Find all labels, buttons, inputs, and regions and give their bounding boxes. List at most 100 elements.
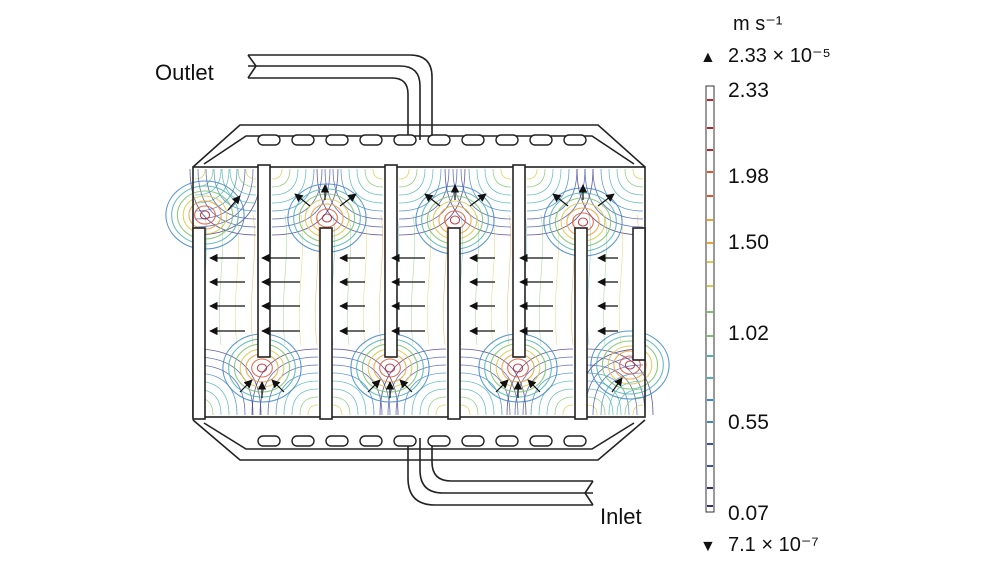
- contour-line: [476, 168, 512, 204]
- contour-line: [398, 168, 450, 220]
- contour-line: [271, 168, 283, 180]
- contour-line: [442, 214, 448, 346]
- contour-line: [554, 396, 574, 416]
- contour-line: [490, 214, 496, 346]
- contour-line: [314, 214, 320, 346]
- legend-tick-3: 1.02: [728, 322, 769, 345]
- contour-line: [411, 380, 447, 416]
- contour-line: [459, 356, 519, 416]
- manifold-slot: [291, 435, 315, 447]
- contour-line: [245, 168, 257, 180]
- contour-line: [526, 168, 546, 188]
- contour-line: [460, 168, 512, 220]
- bottom-manifold: [192, 419, 646, 461]
- contour-line: [459, 372, 503, 416]
- flow-arrows: [209, 184, 623, 398]
- velocity-hotspot-contour: [321, 213, 333, 223]
- manifold-slot: [427, 134, 451, 146]
- bottom-manifold-slots: [257, 435, 587, 447]
- contour-line: [410, 214, 416, 346]
- legend-min-value: 7.1 × 10⁻⁷: [728, 534, 819, 556]
- contour-line: [576, 168, 644, 236]
- velocity-hotspot-contour: [619, 355, 641, 375]
- contour-line: [608, 380, 644, 416]
- contour-line: [271, 168, 339, 236]
- flow-arrow: [527, 379, 541, 393]
- velocity-hotspot-contour: [245, 353, 279, 383]
- flow-arrow: [424, 193, 441, 207]
- velocity-hotspot-contour: [194, 205, 216, 225]
- contour-line: [398, 168, 458, 228]
- manifold-slot: [393, 435, 417, 447]
- color-legend: m s⁻¹ ▲ 2.33 × 10⁻⁵ 2.33 1.98 1.50 1.02 …: [700, 13, 831, 556]
- contour-line: [356, 168, 384, 196]
- contour-line: [283, 380, 319, 416]
- contour-line: [299, 396, 319, 416]
- legend-color-bands: [707, 99, 713, 507]
- contour-line: [291, 388, 319, 416]
- contour-line: [271, 168, 331, 228]
- contour-line: [554, 214, 560, 346]
- contour-line: [546, 388, 574, 416]
- legend-tick-1: 1.98: [728, 165, 769, 188]
- contour-line: [398, 168, 410, 180]
- velocity-hotspot-contour: [256, 363, 268, 373]
- manifold-slot: [325, 134, 349, 146]
- legend-tick-2: 1.50: [728, 231, 769, 254]
- contour-line: [387, 356, 447, 416]
- contour-line: [526, 168, 578, 220]
- manifold-slot: [495, 435, 519, 447]
- flow-arrow: [552, 193, 569, 207]
- contour-line: [221, 168, 257, 204]
- manifold-slot: [563, 435, 587, 447]
- velocity-hotspot-contour: [607, 345, 653, 385]
- legend-min-marker: ▼: [700, 538, 716, 555]
- contour-line: [271, 168, 291, 188]
- baffle-top: [384, 164, 398, 358]
- contour-line: [331, 388, 359, 416]
- velocity-hotspot-contour: [624, 360, 636, 370]
- velocity-hotspot-contour: [251, 358, 273, 378]
- manifold-slot: [291, 134, 315, 146]
- manifold-slot: [393, 134, 417, 146]
- contour-line: [331, 396, 351, 416]
- contour-line: [624, 396, 644, 416]
- manifold-slot: [529, 134, 553, 146]
- contour-line: [600, 372, 644, 416]
- manifold-slot: [529, 435, 553, 447]
- contour-line: [331, 372, 375, 416]
- contour-line: [506, 348, 574, 416]
- manifold-slot: [563, 134, 587, 146]
- contour-line: [403, 372, 447, 416]
- manifold-slot: [359, 435, 383, 447]
- contour-line: [332, 168, 384, 220]
- contour-line: [584, 168, 644, 228]
- contour-line: [530, 372, 574, 416]
- velocity-hotspot-contour: [384, 363, 396, 373]
- flow-channel-body: [192, 164, 646, 420]
- contour-line: [324, 168, 384, 228]
- contour-line: [372, 168, 384, 180]
- contour-line: [514, 356, 574, 416]
- contour-line: [592, 168, 644, 220]
- contour-line: [586, 396, 606, 416]
- legend-tick-4: 0.55: [728, 411, 769, 434]
- contour-line: [259, 356, 319, 416]
- contour-line: [194, 168, 206, 180]
- contour-line: [379, 348, 447, 416]
- contour-line: [538, 214, 544, 346]
- inlet-pipe: [407, 438, 594, 506]
- contour-line: [331, 364, 383, 416]
- velocity-hotspot-contour: [507, 358, 529, 378]
- contour-line: [459, 404, 471, 416]
- contour-line: [251, 348, 319, 416]
- manifold-slot: [461, 134, 485, 146]
- flow-arrow: [271, 379, 285, 393]
- flow-field-contours: [165, 168, 670, 416]
- velocity-hotspot-contour: [449, 215, 461, 225]
- contour-line: [632, 404, 644, 416]
- flow-arrow: [339, 193, 357, 207]
- contour-line: [427, 396, 447, 416]
- contour-line: [616, 388, 644, 416]
- baffle-top: [512, 164, 526, 358]
